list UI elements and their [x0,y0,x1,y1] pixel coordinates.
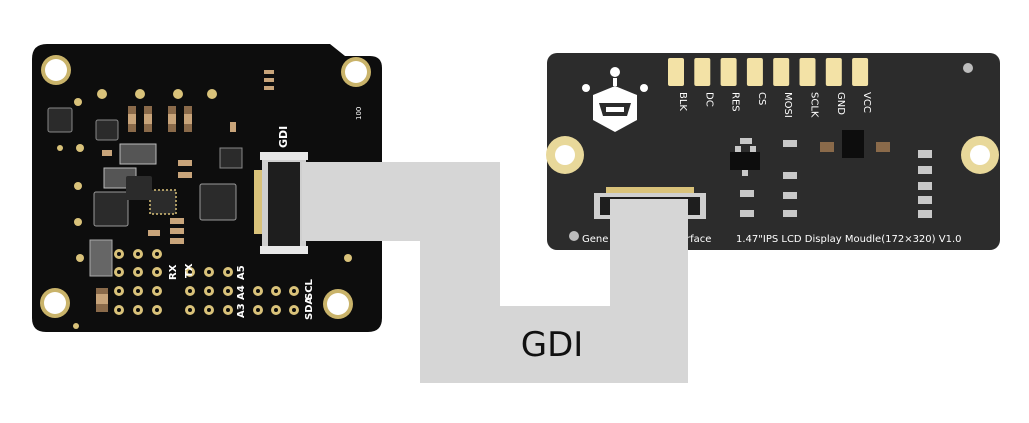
header-pin-hole [136,252,140,256]
gdi-ribbon-cable: GDI [302,162,688,383]
gdi-connector: GDI 100 [254,107,363,254]
header-pin-hole [226,289,230,293]
lcd-pin-cs [746,58,763,86]
header-pin-hole [207,270,211,274]
lcd-components [730,130,932,218]
robot-head-icon [582,67,648,132]
header-pin-hole [226,308,230,312]
pin-label-sda: SDA [304,296,315,320]
lcd-pin-mosi [773,58,790,86]
header-pin-hole [207,289,211,293]
lcd-pin-label-cs: CS [756,92,767,105]
lcd-pin-label-dc: DC [703,92,714,107]
lcd-mounting-holes [546,63,999,241]
lcd-pin-label-res: RES [730,92,741,112]
header-pin-hole [155,270,159,274]
pin-label-tx: TX [184,263,195,278]
pin-labels: RX TX A5 A4 A3 SCL SDA [168,263,315,320]
header-pin-hole [117,252,121,256]
header-pin-hole [117,308,121,312]
header-pin-hole [274,289,278,293]
test-pads [57,89,352,329]
header-pin-hole [226,270,230,274]
header-pin-hole [188,270,192,274]
header-pin-hole [274,308,278,312]
pin-label-scl: SCL [304,278,315,300]
pin-label-a5: A5 [236,265,247,280]
header-pin-hole [256,308,260,312]
header-pins [114,249,299,315]
pin-label-a3: A3 [236,303,247,318]
lcd-pin-gnd [825,58,842,86]
lcd-bottom-mid-text: rface [686,234,711,245]
header-pin-hole [207,308,211,312]
header-pin-hole [292,289,296,293]
lcd-pin-label-gnd: GND [835,92,846,115]
ic-chips [47,107,243,277]
lcd-pin-label-vcc: VCC [861,92,872,113]
header-pin-hole [292,308,296,312]
pin-label-a4: A4 [236,285,247,300]
lcd-pin-res [720,58,737,86]
header-pin-hole [155,289,159,293]
gdi-connector-label: GDI [277,126,290,148]
header-pin-hole [188,289,192,293]
lcd-pin-dc [694,58,711,86]
header-pin-hole [117,289,121,293]
pin-label-rx: RX [168,264,179,280]
lcd-bottom-left-text: Gene [582,234,608,245]
lcd-pin-sclk [799,58,816,86]
lcd-pin-label-sclk: SCLK [809,92,820,118]
header-pin-hole [117,270,121,274]
header-pin-hole [188,308,192,312]
lcd-pin-blk [668,58,684,86]
header-pin-hole [256,289,260,293]
header-pin-hole [155,308,159,312]
controller-board: GDI 100 RX TX A5 A4 A3 SCL SDA [32,44,382,332]
mounting-holes [40,55,371,319]
header-pin-hole [136,289,140,293]
lcd-pin-label-blk: BLK [677,92,688,111]
lcd-module-title: 1.47"IPS LCD Display Moudle(172×320) V1.… [736,234,961,245]
header-pin-hole [136,308,140,312]
board-number-label: 100 [355,107,363,120]
lcd-pin-header: BLK DC RES CS MOSI SCLK GND VCC [668,58,872,118]
cable-label: GDI [521,325,584,365]
lcd-pin-label-mosi: MOSI [782,92,793,118]
header-pin-hole [155,252,159,256]
cable-body [302,162,688,383]
header-pin-hole [136,270,140,274]
passive-components [96,70,274,312]
lcd-pin-vcc [852,58,869,86]
